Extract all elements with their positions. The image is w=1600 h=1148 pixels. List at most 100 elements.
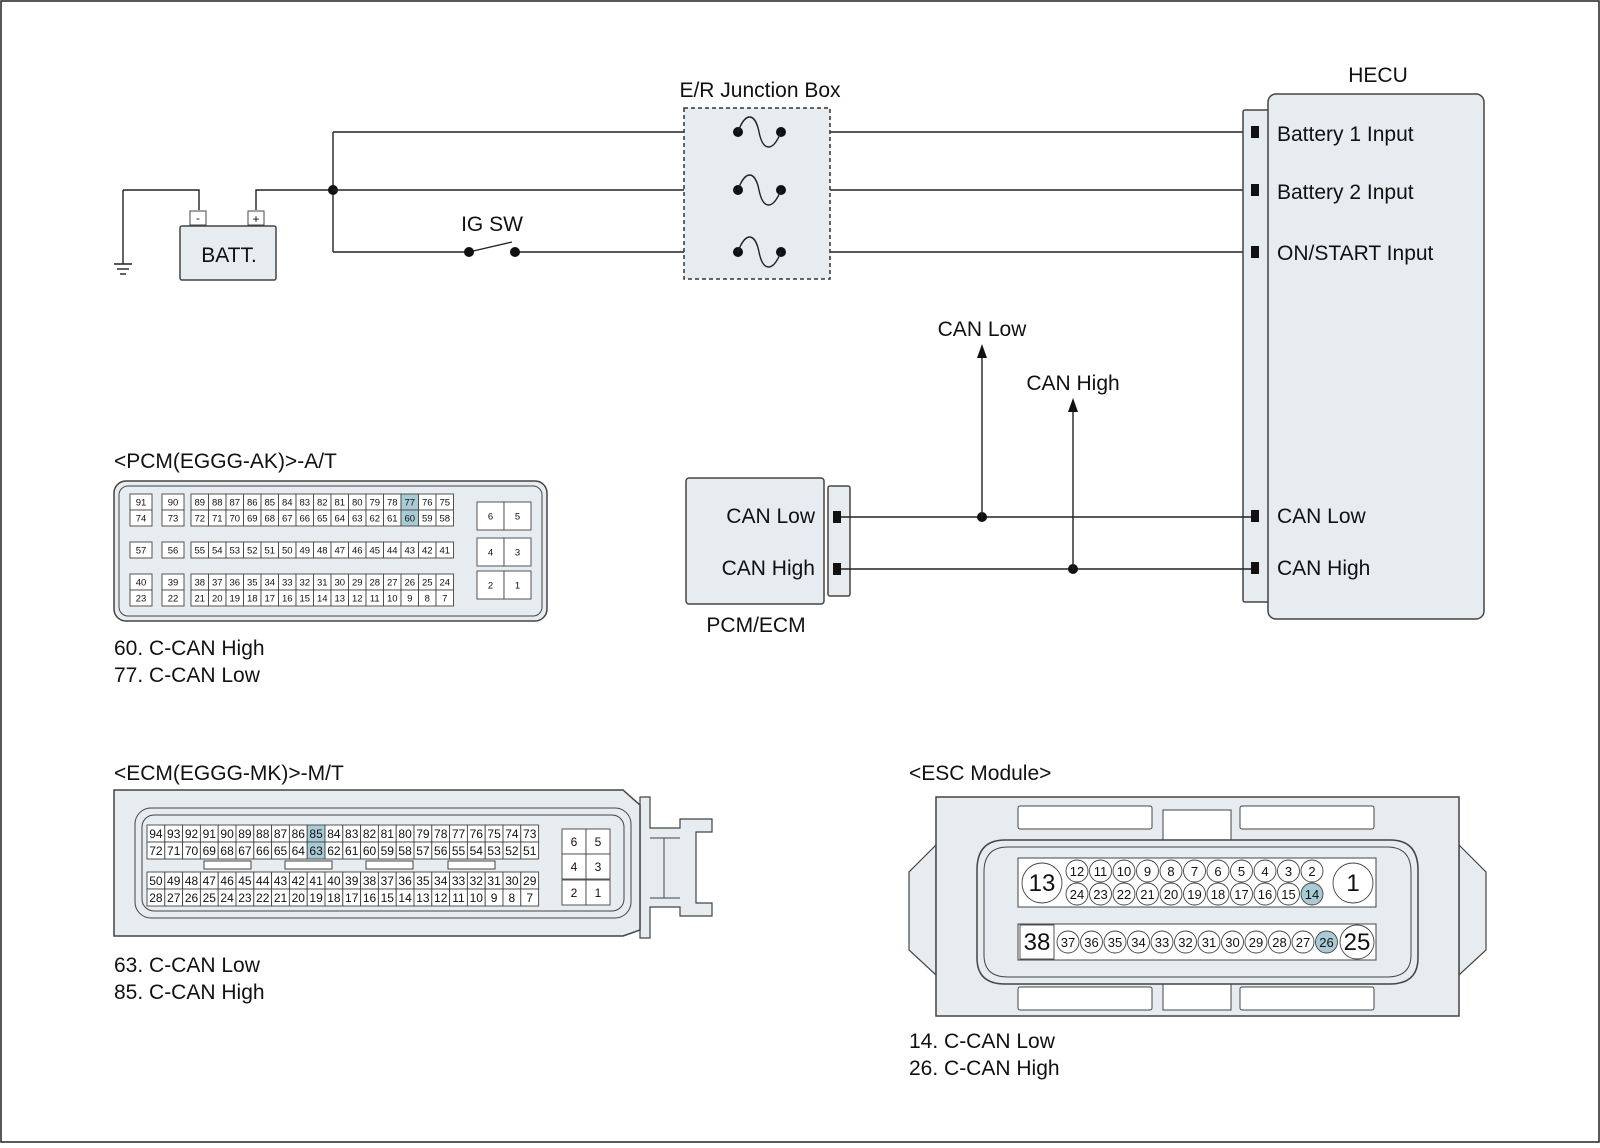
pin-cell: 80	[395, 824, 415, 843]
pin-cell: 27	[164, 888, 184, 907]
pin-cell: 28	[1268, 930, 1291, 954]
pin-cell: 79	[365, 493, 384, 511]
battery: - + BATT.	[179, 210, 277, 281]
pin-number: 38	[363, 874, 377, 888]
pin-number: 39	[168, 578, 179, 589]
pin-number: 69	[203, 844, 217, 858]
pin-number: 11	[452, 891, 465, 905]
pin-cell: 30	[1221, 930, 1244, 954]
pin-cell: 83	[342, 824, 362, 843]
pin-cell: 66	[295, 509, 314, 527]
pin-number: 15	[381, 891, 395, 905]
pin-number: 86	[247, 498, 258, 509]
pin-cell: 8	[502, 888, 522, 907]
pin-cell: 41	[306, 871, 326, 890]
pin-number: 45	[369, 546, 380, 557]
pin-number: 88	[212, 498, 223, 509]
pin-number: 2	[1308, 864, 1315, 879]
pin-cell: 4	[561, 853, 587, 880]
pin-cell: 2	[561, 879, 587, 906]
pin-cell: 19	[306, 888, 326, 907]
pin-cell: 76	[466, 824, 486, 843]
pin-cell: 16	[1253, 882, 1277, 906]
pin-number: 70	[185, 844, 199, 858]
pin-cell: 48	[182, 871, 201, 890]
pin-number: 73	[168, 514, 179, 525]
battery-label: BATT.	[201, 244, 257, 267]
pin-number: 77	[452, 827, 466, 841]
pin-number: 88	[256, 827, 270, 841]
pin-number: 44	[256, 874, 270, 888]
can-high-arrow-label: CAN High	[1026, 372, 1119, 395]
pin-cell: 7	[520, 888, 540, 907]
pin-number: 36	[229, 578, 240, 589]
pin-terminal	[833, 511, 841, 523]
ig-switch-blade	[468, 241, 513, 253]
pin-cell: 48	[313, 541, 332, 559]
pin-number: 60	[404, 514, 415, 525]
pin-number: 21	[194, 594, 205, 605]
pin-cell: 70	[182, 841, 201, 860]
pin-number: 51	[523, 844, 537, 858]
pin-cell: 50	[278, 541, 297, 559]
pin-number: 20	[1164, 887, 1178, 902]
pin-number: 30	[334, 578, 345, 589]
pin-cell: 81	[377, 824, 397, 843]
pin-cell: 27	[1291, 930, 1315, 954]
pin-cell: 24	[1065, 882, 1089, 906]
pin-number: 37	[1061, 935, 1075, 950]
pin-number: 62	[327, 844, 341, 858]
pin-number: 67	[238, 844, 252, 858]
pin-number: 8	[1167, 864, 1174, 879]
pin-cell: 42	[418, 541, 437, 559]
pin-number: 57	[136, 546, 147, 557]
arrow-up-icon	[977, 344, 987, 358]
pin-cell: 91	[129, 493, 153, 511]
pin-cell: 54	[208, 541, 227, 559]
pin-number: 14	[317, 594, 328, 605]
pin-cell: 85	[260, 493, 279, 511]
pin-cell: 1	[585, 879, 611, 906]
pin-number: 12	[1070, 864, 1084, 879]
pin-number: 26	[185, 891, 199, 905]
pin-terminal	[833, 563, 841, 575]
pin-number: 8	[509, 891, 516, 905]
pin-cell: 59	[418, 509, 437, 527]
esc-connector-title: <ESC Module>	[909, 762, 1051, 785]
pin-number: 45	[238, 874, 252, 888]
pin-number: 93	[167, 827, 181, 841]
pin-cell: 14	[1300, 882, 1324, 906]
pin-cell: 26	[182, 888, 201, 907]
pin-number: 89	[194, 498, 205, 509]
pin-cell: 28	[365, 573, 384, 591]
pin-cell: 59	[377, 841, 397, 860]
pin-number: 74	[136, 514, 147, 525]
pin-number: 65	[274, 844, 288, 858]
pin-number: 17	[264, 594, 275, 605]
pin-cell: 2	[476, 570, 505, 600]
pin-cell: 67	[235, 841, 255, 860]
pin-cell: 56	[431, 841, 451, 860]
pin-number: 50	[149, 874, 163, 888]
pin-number: 72	[149, 844, 163, 858]
pin-number: 86	[292, 827, 306, 841]
pin-cell: 8	[1159, 859, 1183, 883]
pin-cell: 86	[243, 493, 262, 511]
pin-cell: 88	[253, 824, 273, 843]
pin-cell: 74	[502, 824, 522, 843]
pin-cell: 91	[199, 824, 219, 843]
ig-switch-contact	[464, 247, 474, 257]
pin-number: 24	[439, 578, 450, 589]
pin-number: 5	[595, 835, 602, 849]
pin-number: 18	[1211, 887, 1225, 902]
pin-cell: 24	[217, 888, 237, 907]
junction-box: E/R Junction Box	[679, 79, 841, 280]
pin-number: 42	[292, 874, 306, 888]
pin-cell: 37	[377, 871, 397, 890]
pin-cell: 73	[161, 509, 185, 527]
pin-cell: 35	[413, 871, 433, 890]
fuse-icon	[733, 174, 786, 206]
pin-cell: 85	[306, 824, 326, 843]
pin-cell: 45	[235, 871, 255, 890]
